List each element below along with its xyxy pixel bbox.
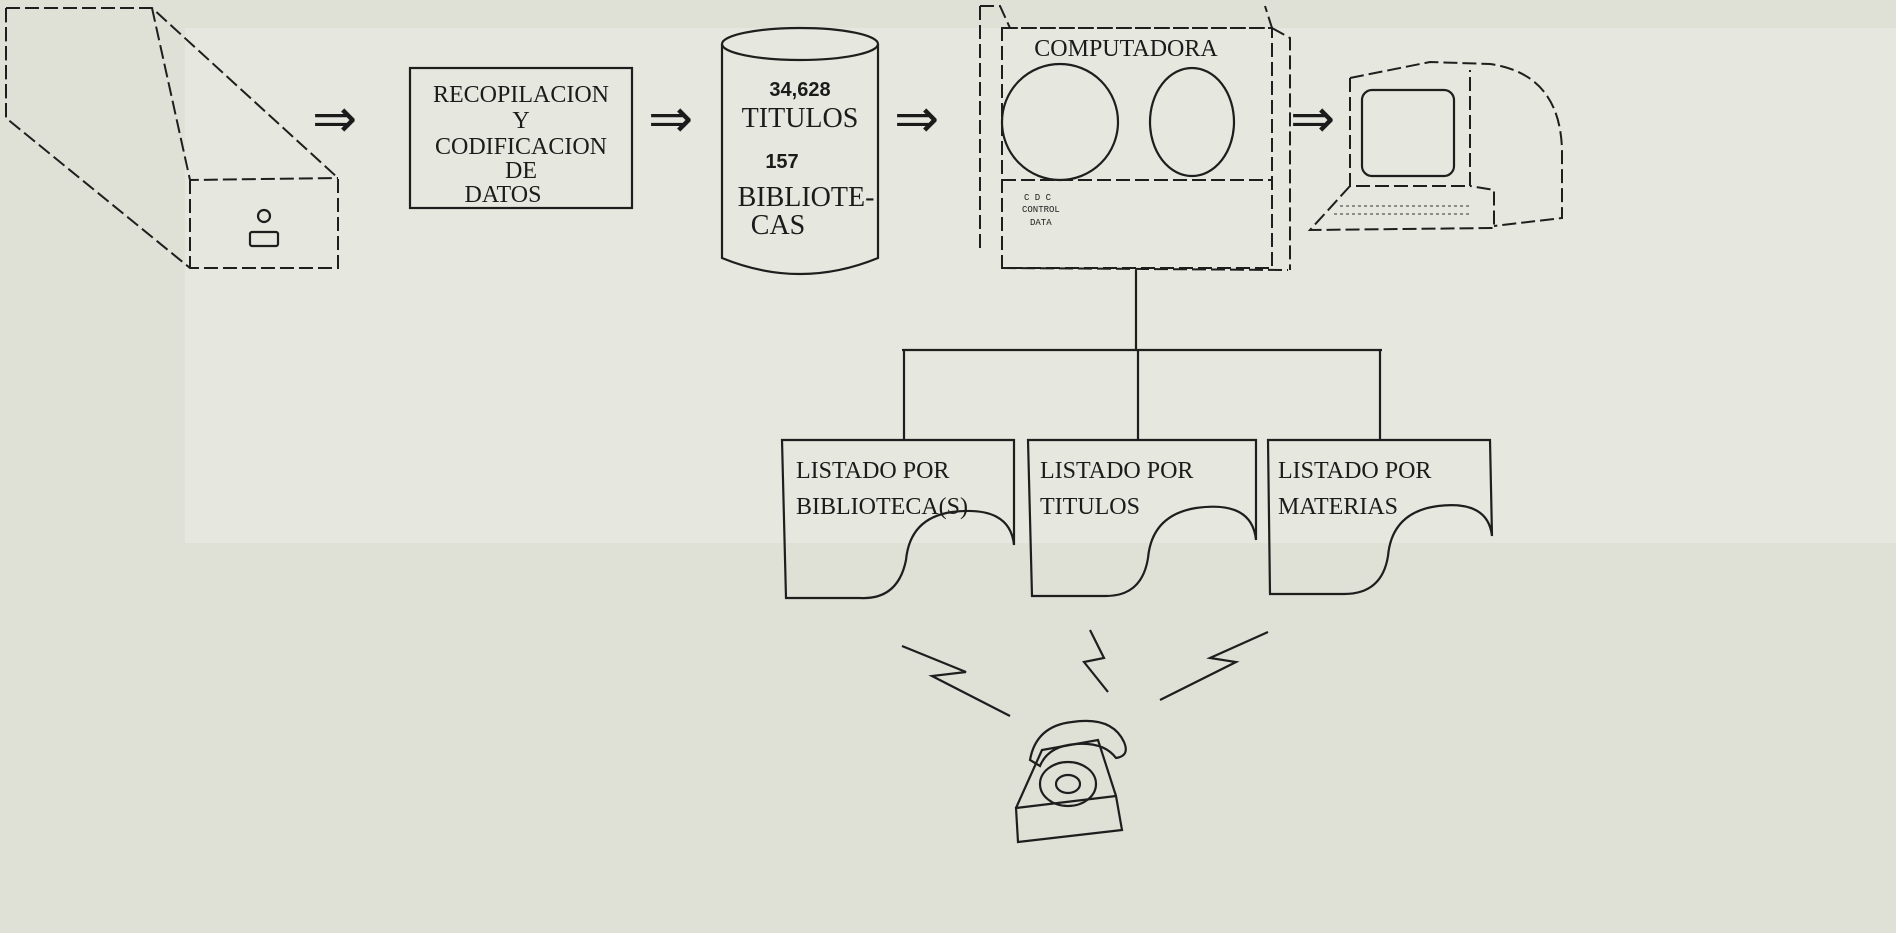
- brand-line-3: DATA: [1030, 218, 1052, 228]
- compilation-line-3: CODIFICACION: [435, 134, 607, 160]
- compilation-line-2: Y: [512, 108, 529, 134]
- compilation-line-4: DE: [505, 158, 537, 184]
- libraries-count: 157: [765, 151, 798, 173]
- libraries-label-2: CAS: [751, 210, 805, 241]
- flow-arrow: ⇒: [1290, 87, 1335, 150]
- listing-line1: LISTADO POR: [1278, 458, 1431, 484]
- brand-line-1: C D C: [1024, 193, 1052, 203]
- compilation-line-1: RECOPILACION: [433, 82, 609, 108]
- listing-line1: LISTADO POR: [1040, 458, 1193, 484]
- listing-line2: BIBLIOTECA(S): [796, 494, 968, 520]
- telephone-icon: [1016, 721, 1126, 842]
- listing-line2: MATERIAS: [1278, 494, 1398, 520]
- titles-count: 34,628: [769, 79, 830, 101]
- titles-label: TITULOS: [742, 103, 859, 134]
- signal-bolt-icon: [902, 630, 1268, 716]
- flow-arrow: ⇒: [312, 87, 357, 150]
- listing-line1: LISTADO POR: [796, 458, 949, 484]
- listing-line2: TITULOS: [1040, 494, 1140, 520]
- flow-arrow: ⇒: [894, 87, 939, 150]
- flow-arrow: ⇒: [648, 87, 693, 150]
- computer-title: COMPUTADORA: [1034, 36, 1218, 62]
- libraries-label-1: BIBLIOTE-: [738, 182, 875, 213]
- compilation-line-5: DATOS: [465, 182, 542, 208]
- brand-line-2: CONTROL: [1022, 205, 1060, 215]
- rotary-dial: [1040, 762, 1096, 806]
